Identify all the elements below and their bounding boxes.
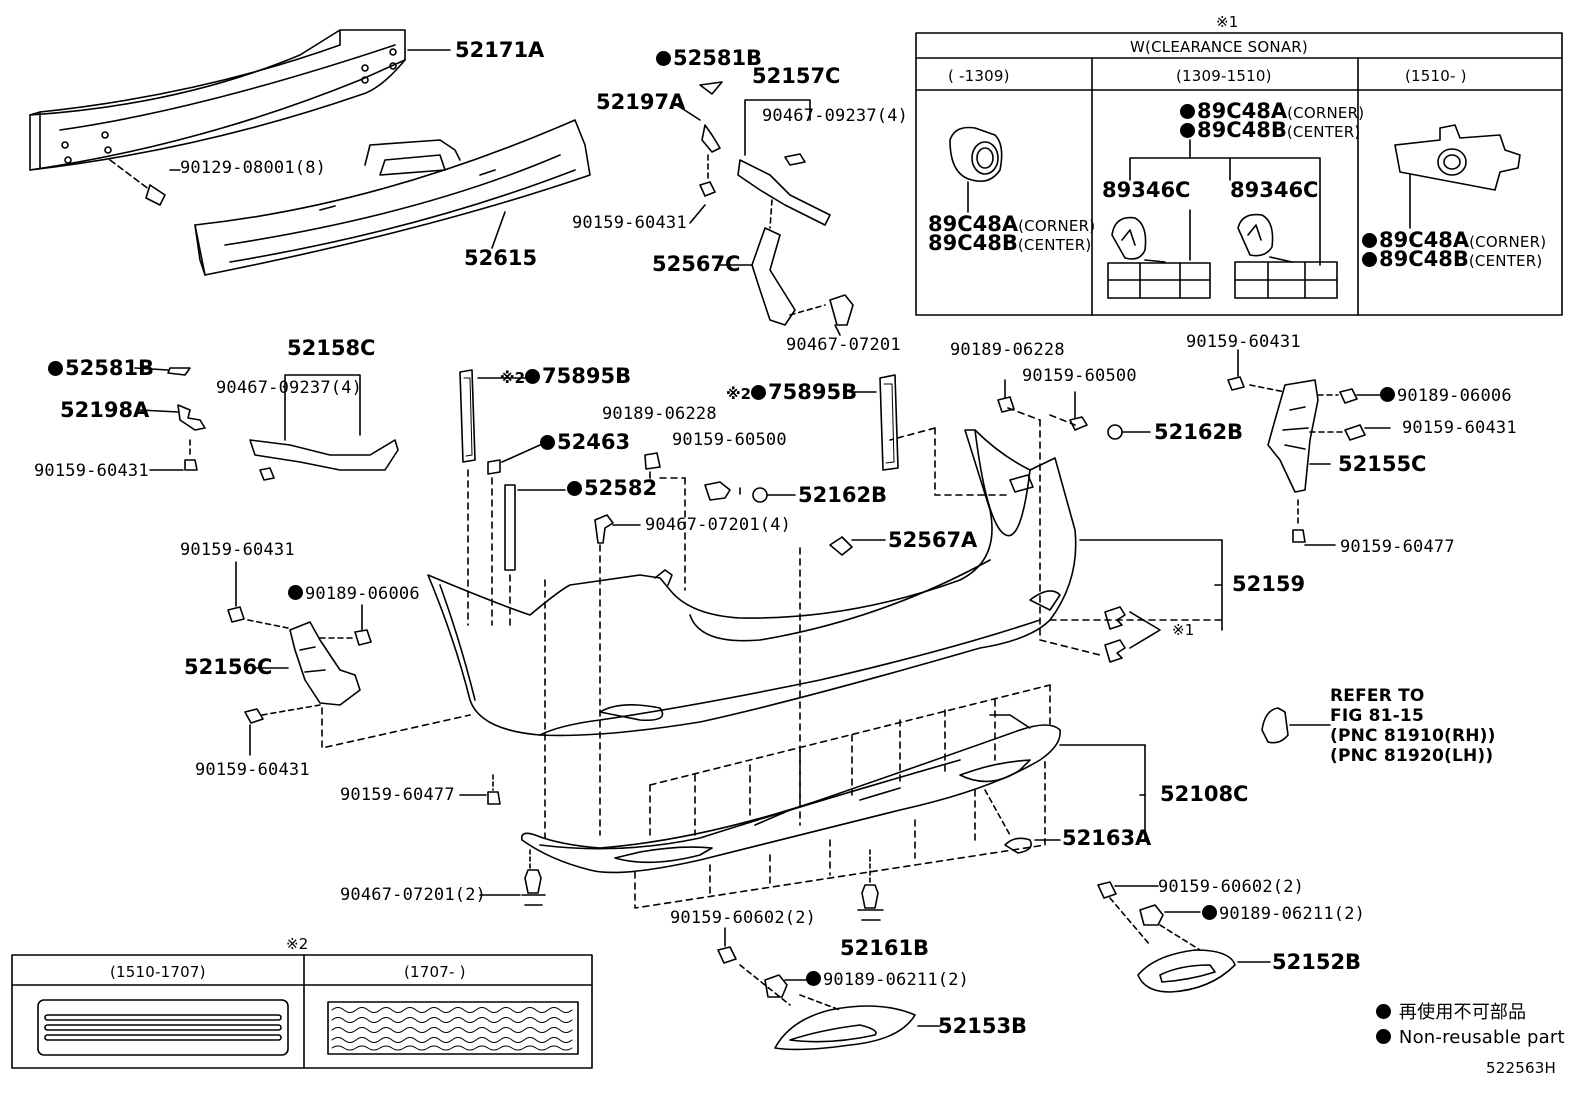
label-52153B: 52153B [938,1014,1028,1038]
non-reusable-dot-icon [1362,252,1377,267]
energy-absorber-drawing [194,119,591,276]
clearance-sonar-box-frame [915,32,1563,316]
label-90159-60431-e: 90159-60431 [180,540,295,560]
label-90467-09237-top: 90467-09237(4) [762,106,909,126]
label-52582: 52582 [567,478,657,499]
sonar-col2-part-a: 89C48A(CORNER) [1180,101,1364,123]
label-52157C: 52157C [752,64,841,88]
label-52152B: 52152B [1272,950,1362,974]
label-52161B: 52161B [840,936,930,960]
label-52155C: 52155C [1338,452,1427,476]
reflector-col1-header: (1510-1707) [110,963,206,981]
non-reusable-dot-icon [806,971,821,986]
refer-line-4: (PNC 81920(LH)) [1330,746,1494,766]
label-90159-60500-mid: 90159-60500 [672,430,787,450]
label-90189-06228-right: 90189-06228 [950,340,1065,360]
label-90189-06006-right: 90189-06006 [1380,386,1512,406]
non-reusable-dot-icon [567,481,582,496]
sonar-box-title: W(CLEARANCE SONAR) [1130,38,1308,56]
label-90159-60431-f: 90159-60431 [195,760,310,780]
label-90159-60431-a: 90159-60431 [572,213,687,233]
non-reusable-dot-icon [1376,1029,1391,1044]
non-reusable-dot-icon [288,585,303,600]
non-reusable-dot-icon [525,369,541,384]
label-52159: 52159 [1232,572,1306,596]
label-90159-60431-b: 90159-60431 [34,461,149,481]
label-52198A: 52198A [60,398,150,422]
sonar-col2-header: (1309-1510) [1176,67,1272,85]
legend-english: Non-reusable part [1376,1028,1565,1048]
label-52171A: 52171A [455,38,545,62]
non-reusable-dot-icon [48,361,63,376]
label-52567A: 52567A [888,528,978,552]
sonar-box-mark: ※1 [1216,13,1239,31]
non-reusable-dot-icon [1202,905,1217,920]
reflector-col2-header: (1707- ) [404,963,466,981]
label-52615: 52615 [464,246,538,270]
label-90159-60477-left: 90159-60477 [340,785,455,805]
label-52567C: 52567C [652,252,741,276]
label-52463: 52463 [540,432,630,453]
label-52581B-left: 52581B [48,358,154,379]
sonar-col3-part-a: 89C48A(CORNER) [1362,230,1546,252]
sonar-holder-col2-drawing [1107,213,1338,299]
bumper-cover-drawing [427,429,1077,737]
refer-line-1: REFER TO [1330,686,1425,706]
refer-line-3: (PNC 81910(RH)) [1330,726,1496,746]
label-90159-60431-c: 90159-60431 [1186,332,1301,352]
non-reusable-dot-icon [1362,233,1377,248]
label-52162B-mid: 52162B [798,483,888,507]
sonar-col1-part-a: 89C48A(CORNER) [928,212,1096,236]
label-52197A: 52197A [596,90,686,114]
label-52581B-top: 52581B [656,48,762,69]
legend-japanese: 再使用不可部品 [1376,1003,1526,1023]
non-reusable-dot-icon [656,51,671,66]
sonar-col3-part-b: 89C48B(CENTER) [1362,249,1542,271]
label-90159-60602-right: 90159-60602(2) [1158,877,1305,897]
label-90159-60602-mid: 90159-60602(2) [670,908,817,928]
lower-diffuser-drawing [520,714,1061,874]
diagram-id: 522563H [1486,1059,1556,1077]
label-90189-06228-mid: 90189-06228 [602,404,717,424]
label-90129-08001: 90129-08001(8) [180,158,327,178]
sonar-col1-header: ( -1309) [948,67,1010,85]
sonar-col2-sub-b: 89346C [1230,178,1319,202]
label-52156C: 52156C [184,655,273,679]
reflector-pattern-lines [331,1007,573,1051]
label-90189-06006-left: 90189-06006 [288,584,420,604]
sonar-col2-sub-a: 89346C [1102,178,1191,202]
sonar-col1-part-b: 89C48B(CENTER) [928,231,1092,255]
label-90467-09237-left: 90467-09237(4) [216,378,363,398]
label-90159-60431-d: 90159-60431 [1402,418,1517,438]
label-ref-mark-1: ※1 [1172,621,1195,639]
non-reusable-dot-icon [751,385,767,400]
sonar-col3-header: (1510- ) [1405,67,1467,85]
label-90467-07201-2: 90467-07201(2) [340,885,487,905]
reflector-box-mark: ※2 [286,935,309,953]
non-reusable-dot-icon [540,435,555,450]
sonar-bracket-col3-drawing [1394,124,1521,229]
label-52162B-right: 52162B [1154,420,1244,444]
label-90159-60477-right: 90159-60477 [1340,537,1455,557]
label-90467-07201-4: 90467-07201(4) [645,515,792,535]
label-52108C: 52108C [1160,782,1249,806]
non-reusable-dot-icon [1380,387,1395,402]
label-90189-06211-mid: 90189-06211(2) [806,970,969,990]
label-90159-60500-right: 90159-60500 [1022,366,1137,386]
non-reusable-dot-icon [1180,123,1195,138]
non-reusable-dot-icon [1376,1004,1391,1019]
label-52158C: 52158C [287,336,376,360]
sonar-sensor-col1-drawing [949,126,1003,213]
label-52163A: 52163A [1062,826,1152,850]
refer-line-2: FIG 81-15 [1330,706,1424,726]
label-90189-06211-right: 90189-06211(2) [1202,904,1365,924]
non-reusable-dot-icon [1180,104,1195,119]
label-90467-07201: 90467-07201 [786,335,901,355]
reflector-box-frame [11,954,593,1069]
bumper-reinforcement-drawing [29,29,406,171]
sonar-col2-part-b: 89C48B(CENTER) [1180,120,1360,142]
